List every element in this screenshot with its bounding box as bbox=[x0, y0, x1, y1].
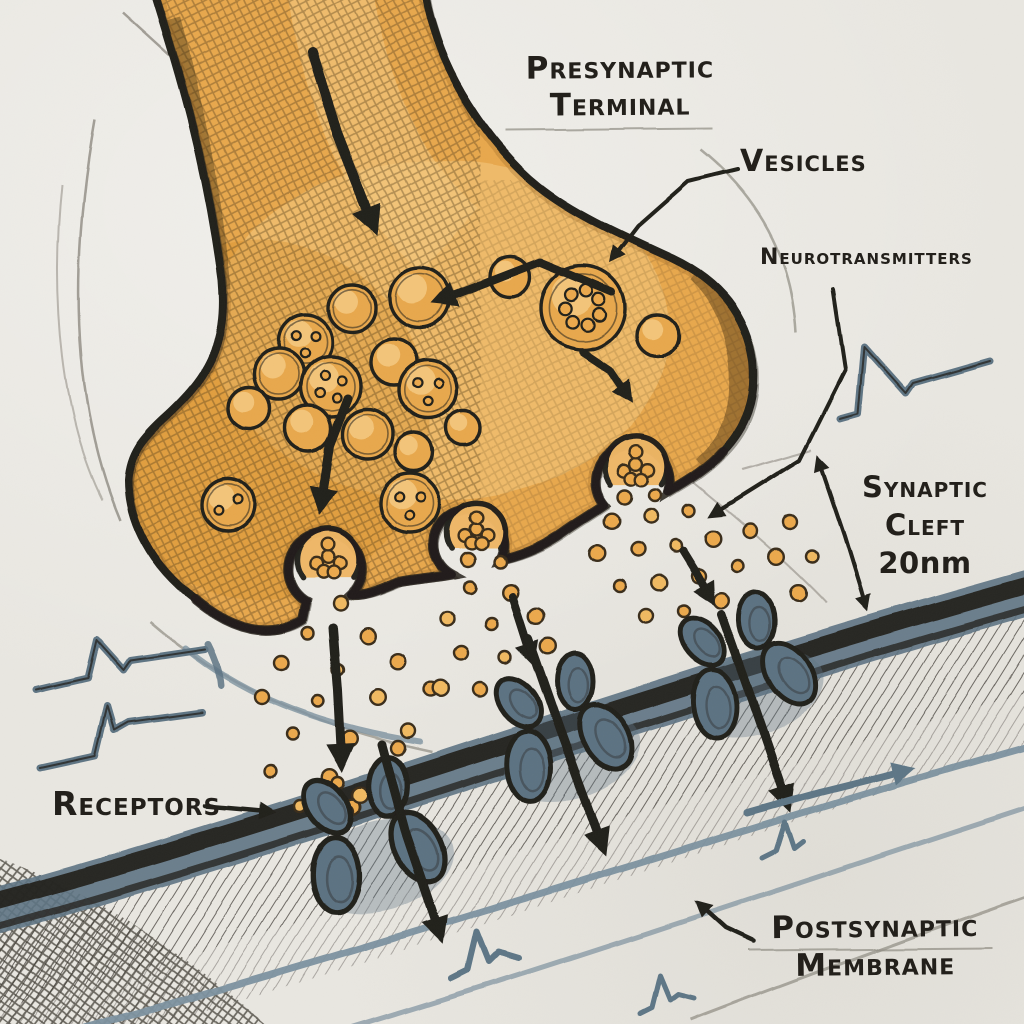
label-synaptic-cleft: Synaptic Cleft 20nm bbox=[843, 468, 1007, 582]
label-text: Cleft bbox=[885, 508, 965, 542]
label-text: Terminal bbox=[549, 86, 691, 124]
label-text: Synaptic bbox=[861, 470, 988, 504]
label-postsynaptic-membrane: Postsynaptic Membrane bbox=[742, 907, 1009, 986]
label-text: Postsynaptic bbox=[771, 907, 979, 947]
label-text: Presynaptic bbox=[525, 49, 715, 87]
label-receptors: Receptors bbox=[52, 784, 222, 823]
label-presynaptic-terminal: Presynaptic Terminal bbox=[505, 49, 736, 125]
label-neurotransmitters: Neurotransmitters bbox=[760, 245, 973, 270]
label-text: Membrane bbox=[795, 946, 956, 984]
label-vesicles: Vesicles bbox=[740, 144, 867, 179]
label-text: 20nm bbox=[878, 546, 972, 580]
